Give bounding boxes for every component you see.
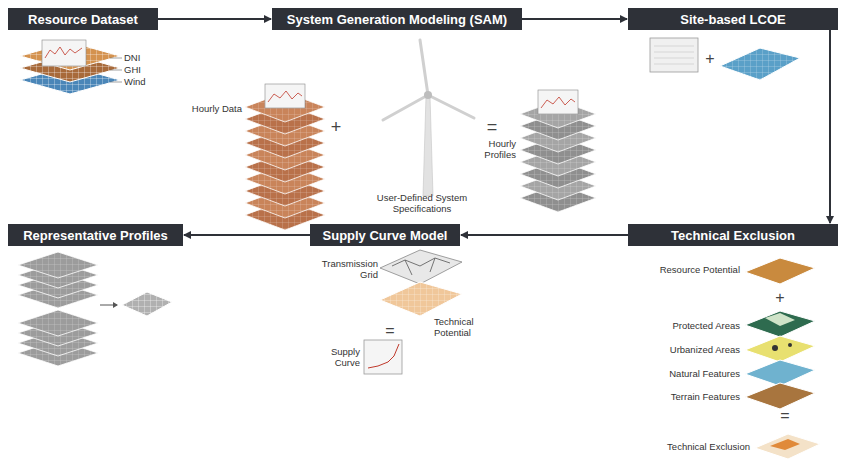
stage-header: Supply Curve Model [310,224,460,246]
profile-line [541,97,575,108]
layer-label: Wind [124,76,154,87]
layer-label: Technical Potential [434,316,484,338]
stage-title: System Generation Modeling (SAM) [279,12,515,27]
layer-label: Terrain Features [640,391,740,402]
operator-sign: + [770,289,790,307]
flow-arrow [829,30,831,223]
operator-sign: = [380,322,400,340]
layer-label: Supply Curve [318,346,360,368]
layer-label: Natural Features [640,368,740,379]
operator-sign: = [482,118,502,136]
grid-texture [18,252,98,278]
stage-title: Resource Dataset [20,12,146,27]
operator-sign: = [775,407,795,425]
map-layer [18,310,98,336]
map-layer [18,252,98,278]
operator-sign: + [700,50,720,68]
flow-arrow [461,234,628,236]
stage-header: System Generation Modeling (SAM) [272,8,522,30]
stage-title: Representative Profiles [15,228,176,243]
flow-arrow [522,18,627,20]
stage-title: Technical Exclusion [663,228,803,243]
layer-label: Hourly Profiles [466,138,516,160]
layer-label: GHI [124,64,154,75]
stage-title: Supply Curve Model [315,228,456,243]
layer-label: Transmission Grid [316,258,378,280]
layer-label: Technical Exclusion [640,441,750,452]
layer-label: Urbanized Areas [640,344,740,355]
stage-header: Resource Dataset [8,8,158,30]
profile-line [268,91,302,102]
stage-header: Technical Exclusion [628,224,838,246]
layer-label: User-Defined System Specifications [372,192,472,214]
profile-chart [265,84,305,108]
stage-title: Site-based LCOE [672,12,793,27]
stage-header: Representative Profiles [8,224,183,246]
layer-label: Protected Areas [640,320,740,331]
layer-label: Hourly Data [182,103,242,114]
flow-arrow [184,234,310,236]
operator-sign: + [326,118,346,136]
stage-header: Site-based LCOE [628,8,838,30]
flow-arrow [158,18,271,20]
grid-texture [18,310,98,336]
layer-label: Resource Potential [640,264,740,275]
profile-chart [538,90,578,114]
layer-label: DNI [124,52,154,63]
